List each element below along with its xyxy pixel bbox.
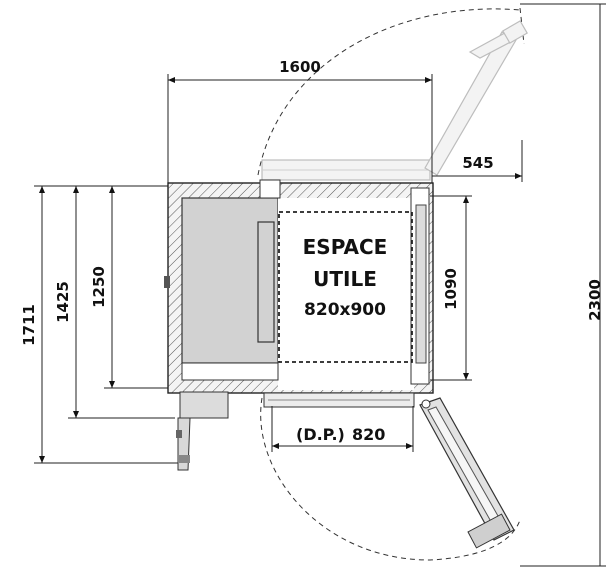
- door-swing-arc-bottom: [260, 397, 521, 561]
- passage-dimension: (D.P.) 820: [271, 406, 414, 452]
- passage-prefix: (D.P.): [296, 425, 345, 444]
- height-1250-label: 1250: [90, 266, 108, 308]
- door-swing-arc-top: [257, 8, 521, 176]
- total-height-label: 2300: [586, 279, 604, 321]
- cabin-walls: [164, 179, 434, 394]
- usable-space-title-line2: UTILE: [313, 267, 377, 291]
- height-1711-label: 1711: [20, 304, 38, 346]
- door-threshold: [263, 392, 415, 408]
- door-clearance-label: 545: [462, 154, 493, 172]
- width-dimension: 1600: [167, 58, 433, 183]
- inner-depth-dimension: 1090: [430, 195, 472, 381]
- height-1425-label: 1425: [54, 281, 72, 323]
- usable-space-title-line1: ESPACE: [303, 235, 388, 259]
- bottom-mechanism: [176, 391, 229, 471]
- ghost-top-door: [261, 20, 528, 181]
- height-dimensions: 1711 1425 1250: [20, 185, 180, 464]
- inner-depth-label: 1090: [442, 268, 460, 310]
- usable-space-area: ESPACE UTILE 820x900: [278, 211, 413, 363]
- usable-space-size: 820x900: [304, 300, 386, 320]
- passage-width: 820: [352, 425, 385, 444]
- width-label: 1600: [279, 58, 321, 76]
- door-clearance-dimension: 545: [432, 140, 523, 182]
- total-height-dimension: 2300: [520, 3, 606, 567]
- open-bottom-door: [419, 397, 515, 549]
